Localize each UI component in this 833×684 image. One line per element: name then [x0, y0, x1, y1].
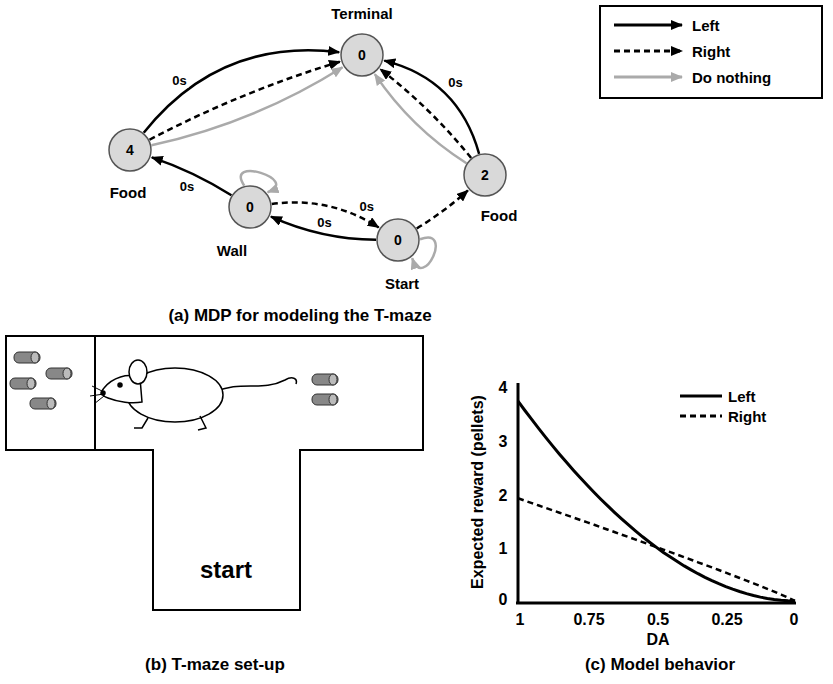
right-curve [518, 498, 795, 601]
axis-tick: 0.75 [573, 611, 604, 629]
axis-tick: 1 [499, 540, 508, 558]
legend-sample [680, 395, 722, 398]
state-name: Start [385, 275, 419, 292]
legend-text: Right [728, 408, 766, 425]
edge-label: 0s [357, 199, 375, 214]
axis-tick: 0.25 [711, 611, 742, 629]
circle-shape [377, 219, 419, 261]
state-value: 0 [376, 218, 420, 262]
axis-title: DA [646, 631, 669, 649]
axis-tick: 0.5 [647, 611, 669, 629]
edge-label: 0s [446, 75, 464, 90]
axis-tick: 1 [516, 611, 525, 629]
state-name: Wall [217, 242, 247, 259]
state-circle: 2Food [463, 153, 507, 197]
axis-tick: 0 [499, 591, 508, 609]
state-value: 0 [228, 185, 272, 229]
legend-text: Do nothing [692, 69, 771, 86]
edge-label: 0s [315, 214, 333, 229]
maze-outline [6, 336, 423, 610]
circle-shape [341, 34, 383, 76]
x-axis [516, 602, 796, 605]
axis-tick: 0 [790, 611, 799, 629]
axis-title: Expected reward (pellets) [469, 395, 487, 589]
y-axis [517, 383, 520, 604]
edge-label: 0s [170, 73, 188, 88]
left-curve [518, 401, 795, 601]
transition-arrow [417, 190, 468, 228]
legend-sample [614, 50, 682, 53]
state-value: 4 [108, 128, 152, 172]
axis-tick: 3 [499, 433, 508, 451]
state-value: 2 [463, 153, 507, 197]
axis-tick: 2 [499, 487, 508, 505]
transition-arrow [151, 67, 342, 145]
transition-arrow [149, 62, 340, 140]
circle-shape [464, 154, 506, 196]
transition-arrow [380, 69, 471, 158]
legend-text: Right [692, 43, 730, 60]
state-circle: 0Wall [228, 185, 272, 229]
edge-label: 0s [178, 178, 196, 193]
circle-shape [229, 186, 271, 228]
panel-caption: (c) Model behavior [585, 655, 735, 675]
transition-arrow [375, 74, 467, 163]
legend-text: Left [692, 17, 720, 34]
transition-arrow [384, 61, 479, 154]
state-value: 0 [340, 33, 384, 77]
axis-tick: 4 [499, 379, 508, 397]
state-circle: 0Start [376, 218, 420, 262]
circle-shape [109, 129, 151, 171]
transition-arrow [144, 50, 339, 132]
legend-sample [680, 415, 722, 418]
state-name: Food [481, 207, 518, 224]
legend-sample [614, 24, 682, 27]
start-label: start [200, 556, 252, 584]
maze-wall [94, 336, 96, 450]
panel-caption: (b) T-maze set-up [145, 655, 285, 675]
state-circle: Terminal0 [340, 33, 384, 77]
state-circle: 4Food [108, 128, 152, 172]
legend-sample [614, 76, 682, 79]
legend-box [600, 6, 822, 98]
state-name: Terminal [331, 5, 392, 22]
transition-arrow [152, 157, 232, 195]
panel-caption: (a) MDP for modeling the T-maze [168, 306, 431, 326]
rat-drawing [90, 360, 296, 430]
state-name: Food [110, 184, 147, 201]
legend-text: Left [728, 388, 756, 405]
